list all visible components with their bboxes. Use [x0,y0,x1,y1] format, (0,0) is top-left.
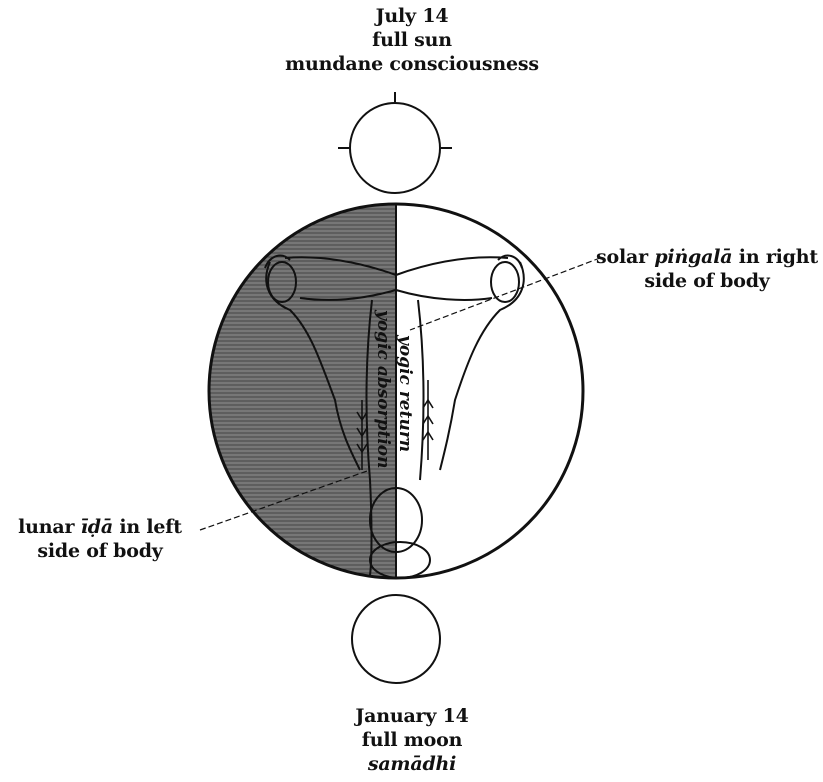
bottom-date: January 14 [262,704,562,728]
lunar-term: īḍā [81,516,113,538]
top-date: July 14 [262,4,562,28]
bottom-state: samādhi [262,752,562,776]
lunar-suffix: in left [113,516,182,538]
bottom-caption: January 14 full moon samādhi [262,704,562,776]
solar-prefix: solar [596,246,654,268]
top-caption: July 14 full sun mundane consciousness [262,4,562,76]
solar-leader-line [410,258,600,330]
yogic-return-label: yogic return [395,334,415,452]
bottom-phase: full moon [262,728,562,752]
ascending-arrows [423,380,433,460]
solar-suffix: in right [732,246,818,268]
solar-line1: solar piṅgalā in right [592,245,822,269]
solar-caption: solar piṅgalā in right side of body [592,245,822,293]
lunar-line2: side of body [0,539,200,563]
sun-circle [338,92,452,193]
solar-term: piṅgalā [654,246,732,268]
lunar-caption: lunar īḍā in left side of body [0,515,200,563]
yogic-absorption-label: yogic absorption [373,309,393,469]
solar-line2: side of body [592,269,822,293]
moon-circle [352,595,440,683]
top-phase: full sun [262,28,562,52]
lunar-prefix: lunar [18,516,81,538]
lunar-line1: lunar īḍā in left [0,515,200,539]
top-state: mundane consciousness [262,52,562,76]
